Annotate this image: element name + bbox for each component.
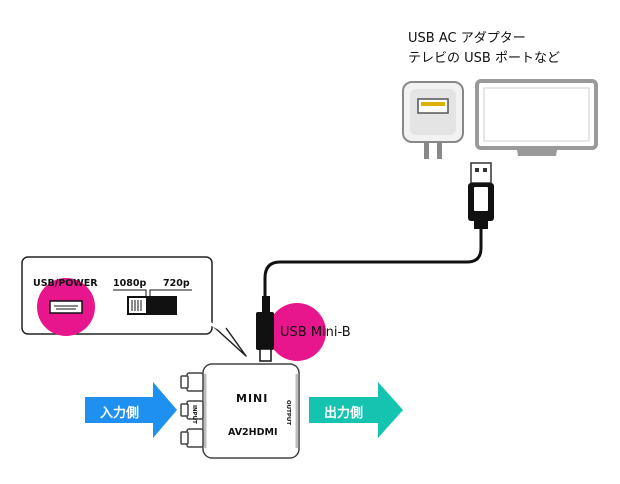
input-arrow-icon (85, 382, 177, 438)
mini-b-highlight (268, 303, 326, 361)
usb-cable (263, 229, 483, 314)
usb-mini-b-label: USB Mini-B (280, 325, 351, 340)
device-model-label: AV2HDMI (228, 427, 278, 438)
device-brand-label: MINI (236, 392, 269, 405)
res-720p-label: 720p (163, 278, 190, 289)
usb-mini-b-plug-icon (256, 296, 274, 362)
usb-a-plug-icon (468, 162, 494, 229)
power-source-line1: USB AC アダプター (408, 31, 526, 46)
output-port-label: OUTPUT (285, 400, 291, 426)
av2hdmi-device (202, 363, 300, 459)
output-arrow-icon (309, 382, 403, 438)
power-source-line2: テレビの USB ポートなど (408, 51, 560, 66)
usb-ac-adapter-icon (402, 81, 464, 159)
output-side-label: 出力側 (324, 406, 364, 421)
rca-jack-icon (180, 372, 204, 448)
input-port-label: INPUT (191, 405, 197, 424)
port-detail-callout (21, 256, 247, 357)
input-side-label: 入力側 (100, 406, 140, 421)
res-1080p-label: 1080p (113, 278, 147, 289)
usb-power-label: USB/POWER (33, 278, 98, 289)
tv-monitor-icon (475, 79, 598, 156)
